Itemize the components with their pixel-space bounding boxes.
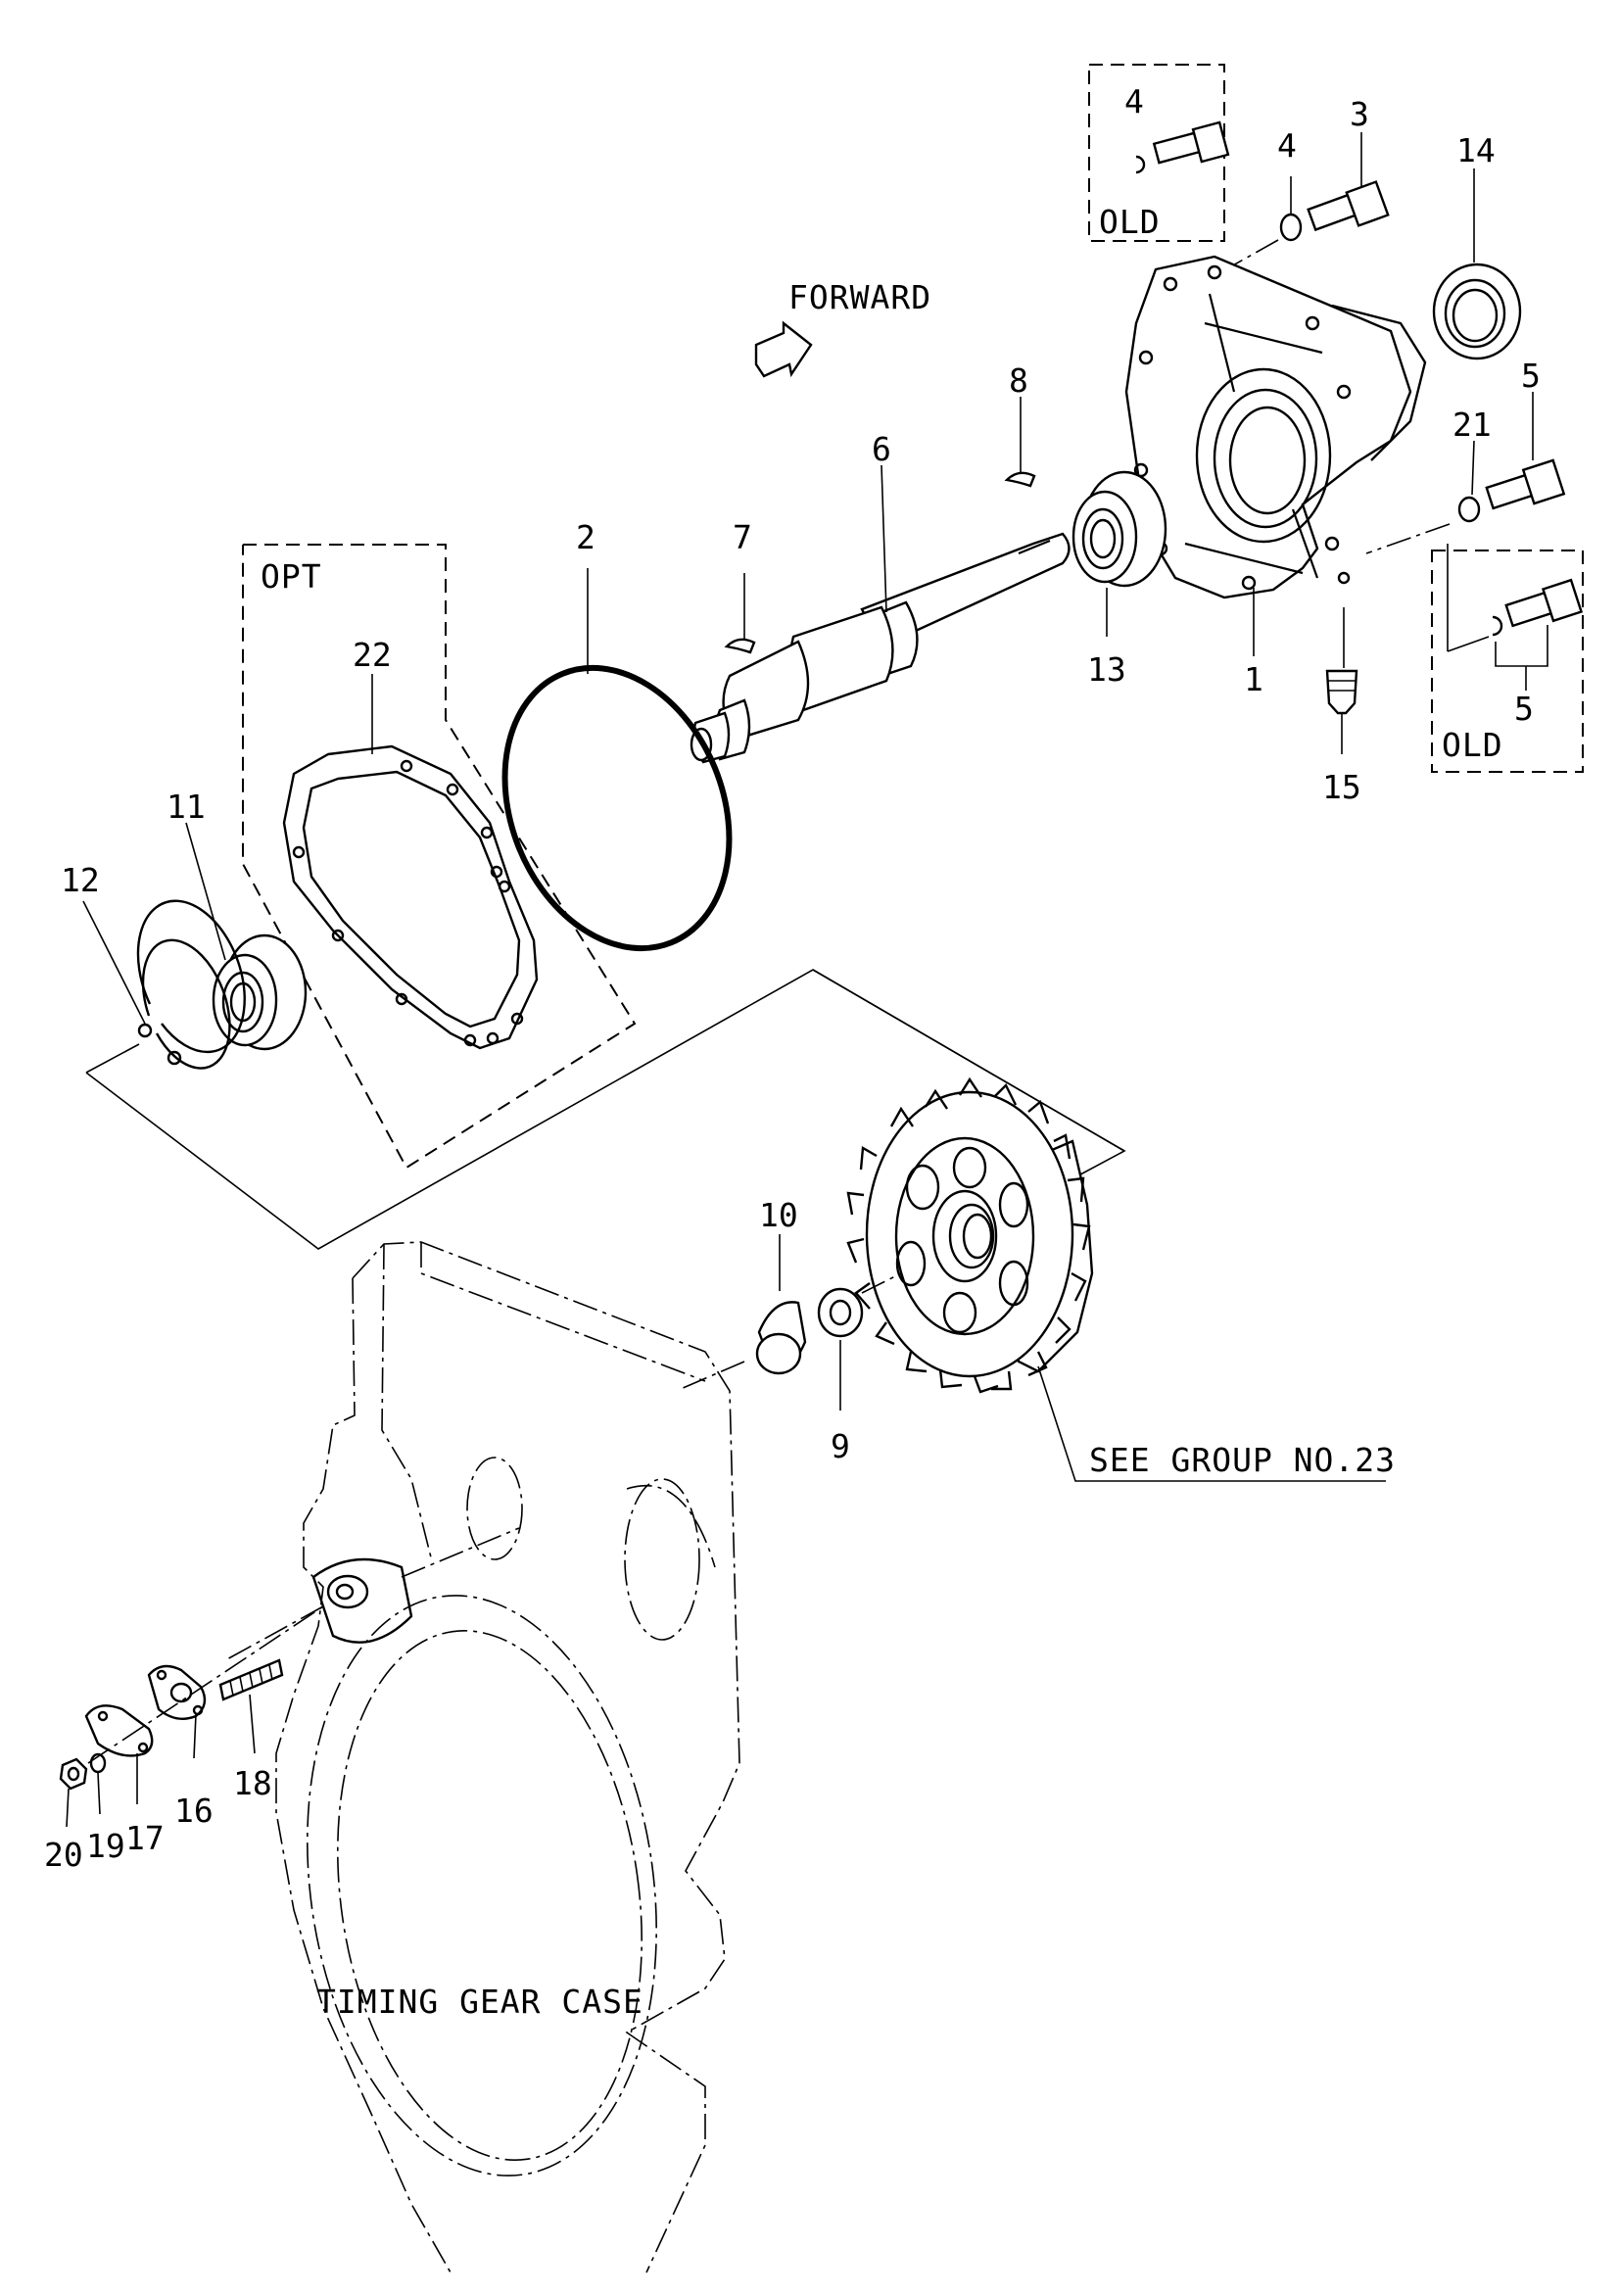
note-opt: OPT [261,557,322,596]
label-7: 7 [733,518,752,556]
label-5-old: 5 [1514,690,1534,728]
old-washer-top [1135,155,1146,174]
part-20-nut: 20 [44,1757,88,1874]
label-22: 22 [353,636,392,674]
label-8: 8 [1009,361,1028,400]
label-2: 2 [576,518,595,556]
part-3-bolt: 3 [1307,95,1390,232]
note-timing-case: TIMING GEAR CASE [316,1983,643,2021]
old-box-right: 5 OLD [1431,544,1584,773]
part-6-shaft: 6 [690,430,1071,764]
label-20: 20 [44,1836,83,1874]
label-1: 1 [1244,660,1263,698]
label-17: 17 [125,1819,165,1857]
label-18: 18 [233,1764,272,1802]
assembly-outline [85,969,1126,1250]
note-forward: FORWARD [788,278,931,316]
label-11: 11 [167,788,206,826]
old-washer-right [1492,615,1503,637]
label-16: 16 [174,1792,214,1830]
note-see-group: SEE GROUP NO.23 [1089,1441,1396,1479]
note-old-top: OLD [1099,203,1161,241]
forward-arrow-icon [754,320,813,378]
part-5-bolt: 5 [1485,357,1566,510]
label-5: 5 [1521,357,1541,395]
note-old-right: OLD [1442,726,1503,764]
part-4-washer: 4 [1199,126,1303,285]
part-2-o-ring: 2 [501,518,733,952]
label-21: 21 [1452,406,1492,444]
label-12: 12 [61,861,100,899]
forward-indicator: FORWARD [754,278,931,378]
part-7-key: 7 [724,518,756,654]
part-1-housing: 1 [1124,255,1427,698]
part-22-gasket: 22 [282,636,539,1050]
label-4: 4 [1277,126,1297,165]
part-19-washer: 19 [86,1752,125,1865]
part-15-plug: 15 [1322,607,1361,806]
part-8-key: 8 [1004,361,1036,488]
timing-gear-case: TIMING GEAR CASE [224,1241,740,2273]
part-12-snap-ring: 12 [61,861,246,1070]
old-box-top: 4 OLD [1088,64,1230,242]
part-14-bearing: 14 [1432,131,1522,360]
label-10: 10 [759,1196,798,1234]
part-21-washer: 21 [1452,406,1492,523]
label-6: 6 [872,430,891,468]
part-17-flange: 17 [84,1704,165,1857]
part-16-gasket: 16 [147,1664,214,1830]
opt-box: OPT [242,544,637,1170]
old-bolt-top [1152,120,1230,165]
part-13-bearing: 13 [1071,470,1167,689]
part-18-stud: 18 [218,1658,284,1802]
part-10-bushing: 10 [755,1196,807,1375]
label-13: 13 [1087,650,1126,689]
label-9: 9 [831,1427,850,1465]
label-4-old: 4 [1124,82,1144,120]
label-3: 3 [1350,95,1369,133]
label-14: 14 [1456,131,1496,169]
label-15: 15 [1322,768,1361,806]
part-gear: SEE GROUP NO.23 [846,1076,1396,1482]
part-9-washer: 9 [817,1287,864,1465]
label-19: 19 [86,1827,125,1865]
